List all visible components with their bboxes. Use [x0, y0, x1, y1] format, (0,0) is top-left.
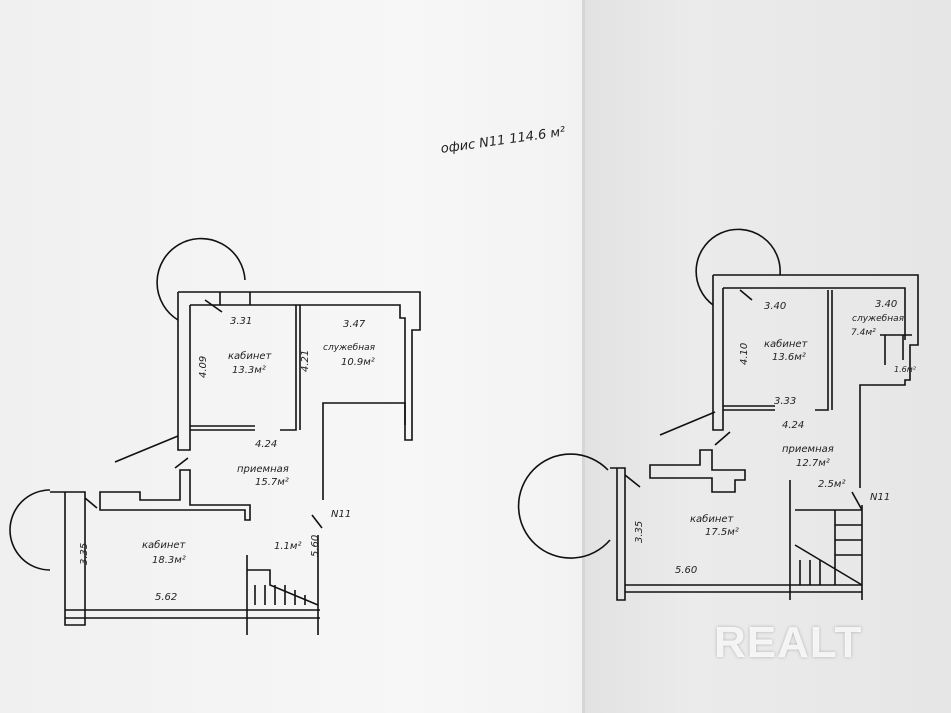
room-area: 10.9м² — [341, 357, 375, 368]
room-name: кабинет — [142, 540, 186, 551]
dim-label: 4.10 — [739, 342, 750, 365]
dim-label: 5.60 — [675, 565, 698, 576]
room-area: 13.3м² — [232, 365, 266, 376]
dim-label: 4.21 — [300, 349, 311, 372]
paper-fold — [582, 0, 585, 713]
room-area: 13.6м² — [772, 352, 806, 363]
room-name: приемная — [237, 464, 289, 475]
dim-label: 4.09 — [198, 355, 209, 378]
room-area: 7.4м² — [851, 328, 876, 338]
floor-plan-left-walls — [9, 237, 421, 635]
dim-label: 5.60 — [310, 534, 321, 557]
room-area: 18.3м² — [152, 555, 186, 566]
room-area: 1.6м² — [894, 365, 916, 374]
dim-label: 3.40 — [764, 301, 787, 312]
paper-sheet-right — [584, 0, 951, 713]
stair-area: 1.1м² — [274, 541, 302, 552]
dim-label: 3.35 — [79, 542, 90, 565]
floor-plan-right-walls — [517, 228, 919, 601]
room-area: 17.5м² — [705, 527, 739, 538]
dim-label: 4.24 — [255, 439, 278, 450]
watermark-logo: REALT — [714, 618, 863, 667]
dim-label: 4.24 — [782, 420, 805, 431]
room-name: кабинет — [228, 351, 272, 362]
room-name: кабинет — [690, 514, 734, 525]
dim-label: 3.47 — [343, 319, 366, 330]
dim-label: 3.31 — [230, 316, 253, 327]
room-name: приемная — [782, 444, 834, 455]
room-area: 12.7м² — [796, 458, 830, 469]
dim-label: 5.62 — [155, 592, 178, 603]
unit-number: N11 — [870, 492, 891, 503]
room-name: служебная — [323, 343, 376, 353]
stair-area: 2.5м² — [818, 479, 846, 490]
room-name: служебная — [852, 314, 905, 324]
dim-label: 3.40 — [875, 299, 898, 310]
dim-label: 3.35 — [634, 520, 645, 543]
dim-label: 3.33 — [774, 396, 797, 407]
room-name: кабинет — [764, 339, 808, 350]
room-area: 15.7м² — [255, 477, 289, 488]
unit-number: N11 — [331, 509, 352, 520]
